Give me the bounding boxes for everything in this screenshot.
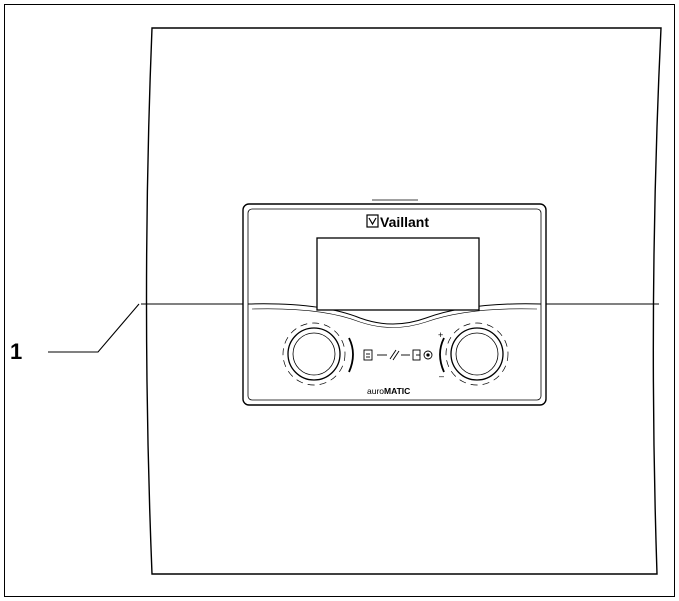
vaillant-logo-icon	[366, 214, 379, 228]
mode-minus: –	[439, 371, 444, 381]
panel-inner	[247, 208, 542, 401]
right-rotary-knob[interactable]	[445, 322, 509, 386]
product-prefix: auro	[367, 386, 384, 396]
display-screen	[316, 237, 480, 311]
callout-number: 1	[10, 339, 22, 364]
product-name: auroMATIC	[367, 386, 410, 396]
mode-plus: +	[438, 330, 443, 340]
panel-seam-curve-inner	[251, 308, 538, 328]
left-rotary-knob[interactable]	[282, 322, 346, 386]
knob-icon	[450, 327, 504, 381]
knob-icon	[287, 327, 341, 381]
mode-symbols-icon	[363, 349, 433, 361]
drawing-frame	[4, 4, 675, 597]
brand-name: Vaillant	[380, 214, 429, 230]
product-suffix: MATIC	[384, 386, 410, 396]
right-knob-bracket	[439, 337, 445, 373]
panel-seam-curve	[247, 303, 542, 325]
callout-leader-line	[48, 303, 140, 353]
left-knob-bracket	[348, 337, 354, 373]
control-panel: Vaillant + –	[242, 199, 547, 406]
